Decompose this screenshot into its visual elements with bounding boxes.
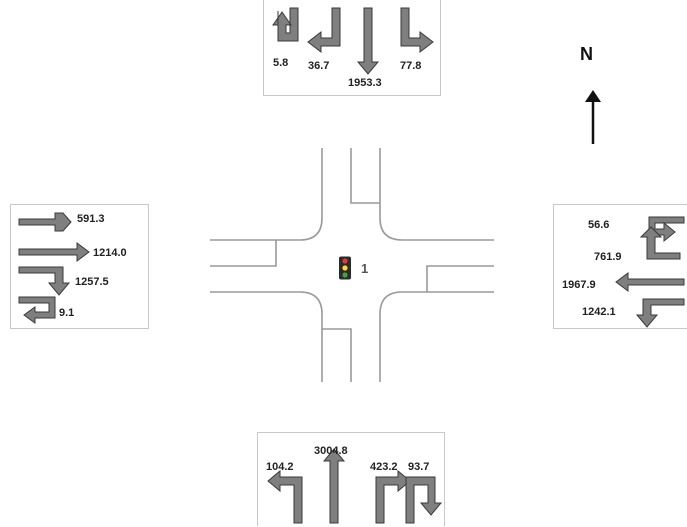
east-approach-panel: 56.6 761.9 1967.9 1242.1: [553, 204, 687, 329]
south-u-turn-volume: 93.7: [408, 461, 430, 473]
north-u-turn-arrow-icon: [272, 7, 299, 42]
east-arrows: [615, 216, 685, 328]
east-through-arrow-icon: [615, 272, 685, 292]
south-arrows: [267, 448, 443, 524]
median-east: [426, 265, 494, 292]
east-u-turn-volume: 56.6: [588, 219, 610, 231]
north-right-arrow-icon: [307, 7, 341, 54]
east-left-arrow-icon: [635, 298, 685, 328]
west-u-turn-arrow-icon: [18, 296, 56, 324]
signal-id-label: 1: [361, 261, 369, 276]
north-arrows: [272, 7, 434, 75]
west-through-arrow-icon: [18, 242, 90, 262]
south-right-volume: 423.2: [370, 461, 398, 473]
signal-green: [342, 272, 348, 278]
east-right-arrow-icon: [639, 226, 681, 260]
signal-red: [342, 258, 348, 264]
median-north: [350, 148, 380, 204]
median-west: [210, 240, 277, 267]
road-edge-nw: [210, 148, 323, 241]
west-approach-panel: 591.3 1214.0 1257.5 9.1: [10, 204, 149, 329]
north-arrow-icon: [585, 90, 601, 144]
road-edge-sw: [210, 291, 323, 382]
north-right-volume: 36.7: [308, 60, 330, 72]
east-right-volume: 761.9: [594, 251, 622, 263]
west-arrows: [18, 212, 90, 324]
north-label: N: [580, 44, 593, 64]
south-through-volume: 3004.8: [314, 445, 348, 457]
east-through-volume: 1967.9: [562, 279, 596, 291]
west-right-arrow-icon: [18, 266, 71, 296]
west-left-arrow-icon: [18, 212, 72, 232]
road-edge-ne: [379, 148, 494, 241]
north-approach-panel: 5.8 36.7 1953.3 77.8: [263, 0, 441, 96]
north-left-volume: 77.8: [400, 60, 422, 72]
south-left-volume: 104.2: [266, 461, 294, 473]
west-through-volume: 1214.0: [93, 247, 127, 259]
south-left-arrow-icon: [267, 469, 303, 524]
south-approach-panel: 104.2 3004.8 423.2 93.7: [257, 432, 445, 526]
east-left-volume: 1242.1: [582, 306, 616, 318]
south-through-arrow-icon: [322, 448, 346, 524]
north-left-arrow-icon: [400, 7, 434, 54]
north-u-turn-volume: 5.8: [273, 57, 289, 69]
south-right-arrow-icon: [375, 469, 411, 524]
traffic-light-icon: [339, 256, 351, 280]
road-edge-se: [379, 291, 494, 382]
south-u-turn-arrow-icon: [405, 476, 443, 524]
north-through-volume: 1953.3: [348, 77, 382, 89]
west-left-volume: 591.3: [77, 213, 105, 225]
signal-yellow: [342, 265, 348, 271]
west-u-turn-volume: 9.1: [59, 307, 75, 319]
north-through-arrow-icon: [356, 7, 380, 75]
west-right-volume: 1257.5: [75, 276, 109, 288]
median-south: [322, 328, 352, 382]
